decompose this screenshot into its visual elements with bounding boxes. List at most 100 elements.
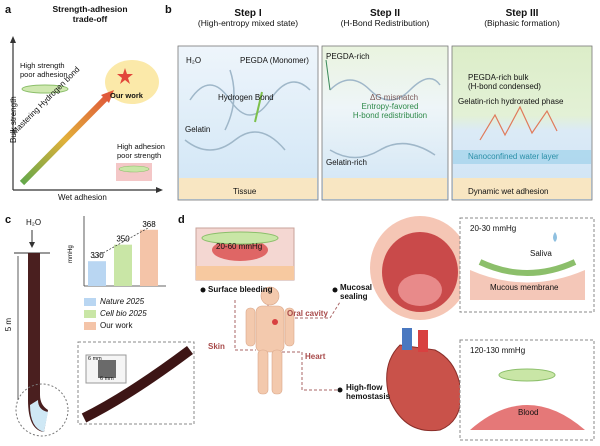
step3-nanoconfined: Nanoconfined water layer <box>468 152 559 161</box>
bar-group: 330 350 368 <box>88 220 158 286</box>
panel-a-letter: a <box>5 4 12 16</box>
step1-header: Step I (High-entropy mixed state) <box>197 8 299 28</box>
panel-a-plot <box>10 36 163 201</box>
our-work-highlight <box>105 60 159 104</box>
high-strength-label: High strength poor adhesion <box>20 61 68 79</box>
surface-bleeding-dot <box>200 287 206 293</box>
saliva-label: Saliva <box>530 249 552 258</box>
step2-tissue <box>323 178 447 199</box>
legend-item-2: Cell bio 2025 <box>84 309 147 318</box>
step1-chain-1 <box>189 81 311 116</box>
panel-b-art <box>177 45 593 201</box>
our-work-label: Our work <box>110 91 143 100</box>
mucosal-dot <box>332 287 338 293</box>
skin-connector <box>234 300 256 351</box>
star-icon <box>117 68 133 84</box>
tongue <box>398 274 442 306</box>
step1-hbond-marker <box>254 91 263 123</box>
myocardium-tissue <box>470 405 585 430</box>
high-adhesion-gel <box>118 165 150 173</box>
heart-connector <box>282 351 340 391</box>
skin-patch <box>201 231 279 245</box>
mastering-arrow <box>19 93 111 186</box>
legend-swatch-2 <box>84 309 96 318</box>
step2-entropy: Entropy-favored H-bond redistribution <box>352 102 428 121</box>
step2-header: Step II (H-Bond Redistribution) <box>340 8 430 28</box>
heart-pressure: 120-130 mmHg <box>470 346 526 355</box>
y-axis-arrow <box>10 36 16 43</box>
scale-label-2: 6 mm <box>100 376 114 382</box>
bar-value-label-2: 350 <box>116 235 130 244</box>
tube-body <box>28 253 48 432</box>
mucosal-label: Mucosal sealing <box>340 283 373 301</box>
skin-fat-layer <box>196 266 294 280</box>
scale-label-1: 6 mm <box>88 356 102 362</box>
bar-value-label-3: 368 <box>142 220 156 229</box>
zoom-tube <box>81 345 193 423</box>
heart-vessel-1 <box>402 328 412 350</box>
step3-box <box>451 45 593 201</box>
step2-box <box>321 45 449 201</box>
heart-patch <box>498 368 556 382</box>
blood-label: Blood <box>518 408 539 417</box>
step2-arrow <box>325 59 331 91</box>
step2-chain-1 <box>329 77 441 101</box>
step3-header: Step III (Biphasic formation) <box>484 8 560 28</box>
bar-1 <box>88 261 106 286</box>
skin-wound <box>212 239 268 261</box>
x-axis-arrow <box>156 187 163 193</box>
mucous-label: Mucous membrane <box>490 283 559 292</box>
zoom-inset-sample <box>98 360 116 378</box>
h2o-arrow-head <box>29 242 35 248</box>
heart-vessel-2 <box>418 330 428 352</box>
step2-dg-mismatch: ΔG mismatch <box>370 93 419 102</box>
panel-a-title: Strength-adhesion trade-off <box>52 4 128 24</box>
oral-pressure: 20-30 mmHg <box>470 224 517 233</box>
bar-2 <box>114 244 132 286</box>
step3-tissue <box>453 178 591 199</box>
high-strength-gel <box>21 84 69 94</box>
panel-c-letter: c <box>5 214 12 226</box>
step3-water-layer <box>453 150 591 164</box>
human-body <box>245 286 295 395</box>
bar-legend: Nature 2025 Cell bio 2025 Our work <box>84 297 147 331</box>
panel-b-letter: b <box>165 4 172 16</box>
step2-pegda-rich: PEGDA-rich <box>326 52 370 61</box>
oral-cavity-label: Oral cavity <box>287 309 328 318</box>
step1-chain-2 <box>184 131 286 151</box>
legend-swatch-3 <box>84 321 96 330</box>
body-torso <box>255 305 285 353</box>
body-left-leg <box>257 349 269 395</box>
oral-patch <box>478 259 577 276</box>
step1-box <box>177 45 319 201</box>
saliva-drop-icon <box>553 232 557 242</box>
x-axis-label: Wet adhesion <box>58 193 107 202</box>
panel-c-h2o: H₂O <box>26 218 42 227</box>
step2-chain-2 <box>329 142 436 159</box>
step3-dynamic: Dynamic wet adhesion <box>468 187 549 196</box>
tube-gel <box>30 400 48 432</box>
legend-item-1: Nature 2025 <box>84 297 147 306</box>
bar-value-label-1: 330 <box>90 251 104 260</box>
legend-swatch-1 <box>84 297 96 306</box>
bar-3 <box>140 229 158 286</box>
legend-item-3: Our work <box>84 321 147 330</box>
high-adhesion-label: High adhesion poor strength <box>117 142 165 160</box>
highflow-label: High-flow hemostasis <box>346 383 391 401</box>
panel-d-letter: d <box>178 214 185 226</box>
body-heart-dot <box>272 319 278 325</box>
panel-c-tube <box>14 230 195 437</box>
step1-chain-3 <box>224 69 235 131</box>
step2-gelatin-rich: Gelatin-rich <box>326 158 367 167</box>
step1-hbond-label: Hydrogen Bond <box>218 93 274 102</box>
surface-bleeding-label: Surface bleeding <box>208 285 273 294</box>
body-right-leg <box>271 349 283 395</box>
legend-label-3: Our work <box>100 321 133 331</box>
step1-tissue <box>179 178 317 199</box>
highflow-dot <box>337 387 343 393</box>
legend-label-2: Cell bio 2025 <box>100 309 147 319</box>
body-left-arm <box>245 307 256 347</box>
mastering-arrow-head <box>101 90 114 103</box>
step3-hydrorated: Gelatin-rich hydrorated phase <box>458 97 564 106</box>
